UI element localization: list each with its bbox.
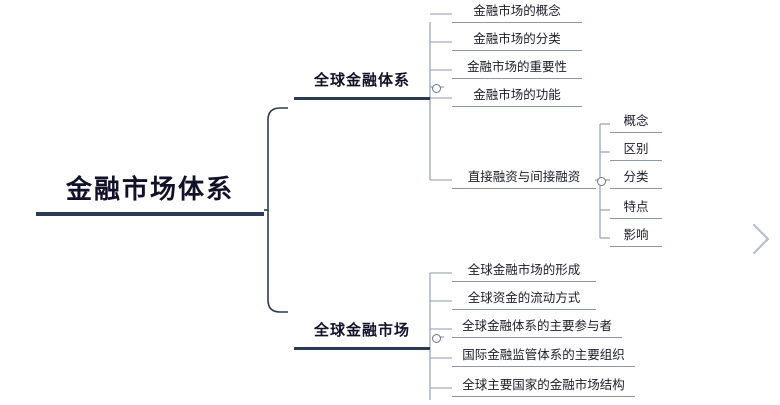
branch-underline — [294, 347, 430, 350]
sub-leaf-node[interactable]: 区别 — [610, 141, 662, 161]
leaf-node[interactable]: 金融市场的功能 — [452, 87, 582, 107]
sub-leaf-node[interactable]: 概念 — [610, 113, 662, 133]
branch-node-global-financial-system[interactable]: 全球金融体系 — [288, 70, 436, 100]
sub-leaf-node[interactable]: 分类 — [610, 169, 662, 189]
branch-node-global-financial-market[interactable]: 全球金融市场 — [288, 320, 436, 350]
chevron-right-icon[interactable] — [750, 222, 772, 256]
sub-leaf-node[interactable]: 影响 — [610, 227, 662, 247]
leaf-node-direct-indirect-financing[interactable]: 直接融资与间接融资 — [452, 169, 596, 189]
leaf-node[interactable]: 金融市场的重要性 — [452, 59, 582, 79]
root-node-label: 金融市场体系 — [65, 174, 234, 204]
branch-label: 全球金融体系 — [313, 72, 410, 89]
circle-node-icon[interactable] — [432, 84, 441, 93]
leaf-node[interactable]: 全球资金的流动方式 — [452, 290, 596, 310]
leaf-node[interactable]: 金融市场的分类 — [452, 31, 582, 51]
circle-node-icon[interactable] — [597, 177, 606, 186]
root-node[interactable]: 金融市场体系 — [36, 172, 264, 216]
root-node-underline — [36, 212, 264, 216]
leaf-node[interactable]: 全球主要国家的金融市场结构 — [452, 377, 635, 397]
circle-node-icon[interactable] — [432, 334, 441, 343]
branch-label: 全球金融市场 — [313, 322, 410, 339]
leaf-node[interactable]: 国际金融监管体系的主要组织 — [452, 347, 635, 367]
leaf-node[interactable]: 全球金融体系的主要参与者 — [452, 318, 622, 338]
branch-underline — [294, 97, 430, 100]
sub-leaf-node[interactable]: 特点 — [610, 199, 662, 219]
leaf-node[interactable]: 全球金融市场的形成 — [452, 262, 596, 282]
leaf-node[interactable]: 金融市场的概念 — [452, 3, 582, 23]
